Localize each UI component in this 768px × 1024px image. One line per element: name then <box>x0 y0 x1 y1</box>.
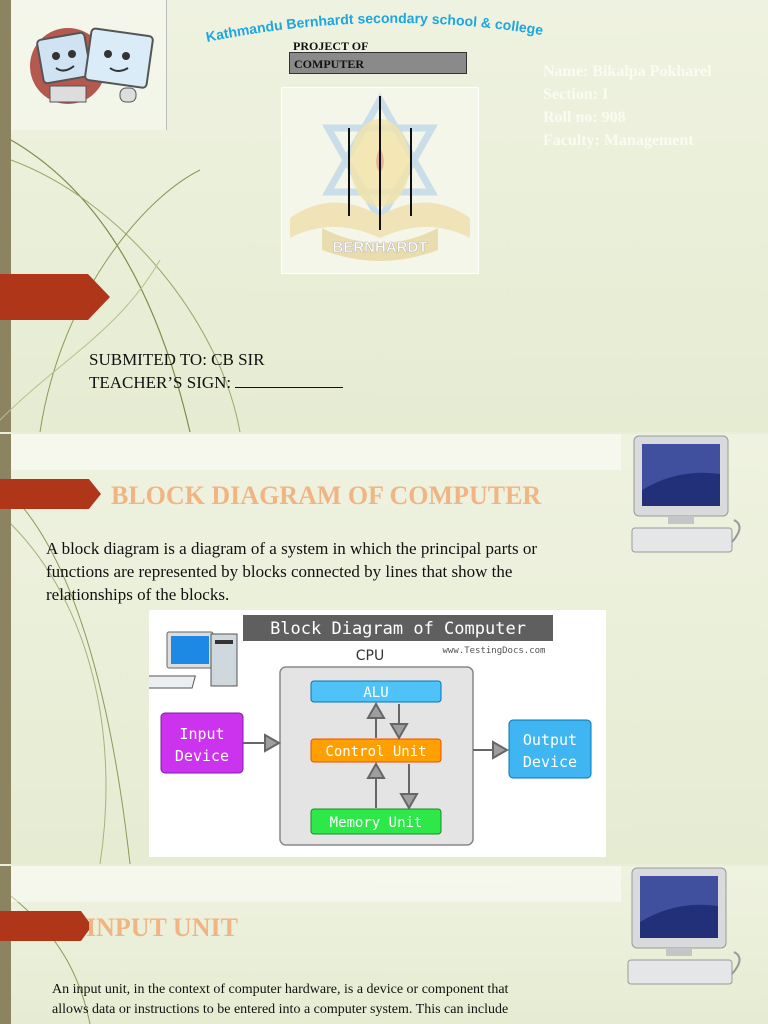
memory-unit-block <box>310 808 442 835</box>
cpu-label: CPU <box>356 648 384 664</box>
school-name: Kathmandu Bernhardt secondary school & c… <box>204 10 544 45</box>
header-band <box>11 866 621 902</box>
student-name: Name: Bikalpa Pokharel <box>543 63 712 80</box>
definition-line-1: A block diagram is a diagram of a system… <box>46 539 537 558</box>
definition-paragraph: A block diagram is a diagram of a system… <box>46 537 537 606</box>
memory-unit-label: Memory Unit <box>330 815 423 831</box>
cover-slide: Kathmandu Bernhardt secondary school & c… <box>0 0 768 432</box>
diagram-title: Block Diagram of Computer <box>270 619 526 639</box>
divider <box>166 0 167 130</box>
computer-clipart-icon <box>30 27 154 104</box>
pc-icon <box>143 631 238 689</box>
student-section: Section: I <box>543 86 609 103</box>
left-accent-bar <box>0 0 11 432</box>
block-diagram-image: Block Diagram of Computer CPU www.Testin… <box>143 610 606 857</box>
output-device-label-2: Device <box>523 753 577 771</box>
definition-line-3: relationships of the blocks. <box>46 585 230 604</box>
control-unit-label: Control Unit <box>325 744 426 760</box>
accent-arrow <box>0 479 101 509</box>
input-unit-line-1: An input unit, in the context of compute… <box>52 982 509 997</box>
student-info: Name: Bikalpa Pokharel Section: I Roll n… <box>543 60 712 152</box>
teacher-sign-label: TEACHER’S SIGN: <box>89 373 232 392</box>
block-diagram-slide: BLOCK DIAGRAM OF COMPUTER A block diagra… <box>0 434 768 864</box>
project-title-line2: COMPUTER <box>289 52 467 74</box>
output-device-label-1: Output <box>523 731 577 749</box>
student-roll: Roll no: 908 <box>543 109 626 126</box>
submitted-to: SUBMITED TO: CB SIR <box>89 350 265 369</box>
slide-title: BLOCK DIAGRAM OF COMPUTER <box>111 481 542 510</box>
accent-arrow <box>0 274 110 320</box>
left-accent-bar <box>0 434 11 864</box>
signature-line <box>235 387 344 388</box>
computer-monitor-icon <box>631 435 741 553</box>
definition-line-2: functions are represented by blocks conn… <box>46 562 513 581</box>
block-diagram-svg: Block Diagram of Computer CPU www.Testin… <box>143 615 592 846</box>
alu-label: ALU <box>363 685 388 701</box>
submission-block: SUBMITED TO: CB SIR TEACHER’S SIGN: <box>89 348 344 394</box>
input-device-label-1: Input <box>179 725 224 743</box>
input-unit-paragraph: An input unit, in the context of compute… <box>52 980 508 1020</box>
left-accent-bar <box>0 866 11 1024</box>
project-title-line1: PROJECT OF <box>293 39 369 53</box>
input-unit-slide: INPUT UNIT An input unit, in the context… <box>0 866 768 1024</box>
computer-monitor-icon <box>627 867 741 985</box>
slide-title: INPUT UNIT <box>86 913 238 942</box>
input-device-label-2: Device <box>175 747 229 765</box>
output-device-block <box>508 719 592 779</box>
diagram-title-bar <box>243 615 553 641</box>
svg-text:Kathmandu Bernhardt secondary: Kathmandu Bernhardt secondary school & c… <box>204 10 544 45</box>
header-band <box>11 434 621 470</box>
school-logo-emblem: BERNHARDT <box>290 92 470 261</box>
watermark: www.TestingDocs.com <box>443 646 546 656</box>
logo-text: BERNHARDT <box>333 239 428 256</box>
accent-arrow <box>0 911 92 941</box>
student-faculty: Faculty: Management <box>543 132 694 149</box>
school-logo: BERNHARDT <box>281 87 479 274</box>
input-unit-line-2: allows data or instructions to be entere… <box>52 1002 509 1017</box>
